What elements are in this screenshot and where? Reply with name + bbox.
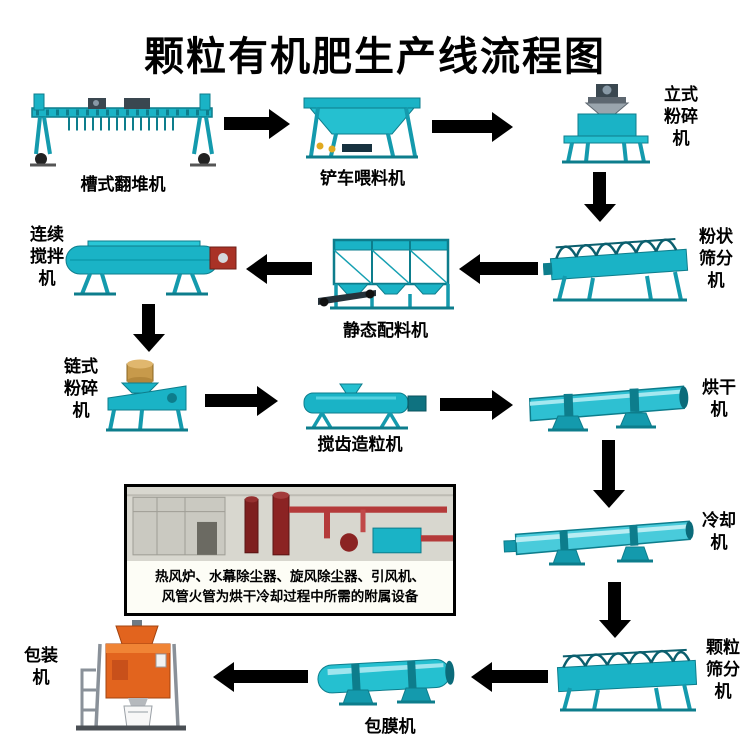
static-batcher-image bbox=[316, 236, 456, 314]
arrow-turner-to-feeder bbox=[224, 117, 269, 130]
note-line-2: 风管火管为烘干冷却过程中所需的附属设备 bbox=[161, 589, 419, 604]
auxiliary-equipment-photos bbox=[127, 487, 453, 561]
tooth-granulator-image bbox=[286, 382, 434, 432]
continuous-mixer-image bbox=[60, 230, 240, 300]
vertical-crusher-label: 立式粉碎机 bbox=[664, 85, 698, 149]
chain-crusher-label: 链式粉碎机 bbox=[64, 357, 98, 421]
arrow-coater-to-packer bbox=[234, 670, 308, 683]
arrow-cooler-to-granule-screener bbox=[608, 582, 621, 620]
powder-screener-image bbox=[543, 224, 695, 306]
compost-turner-image bbox=[28, 88, 218, 170]
static-batcher-label: 静态配料机 bbox=[343, 321, 428, 340]
vertical-crusher-image bbox=[552, 82, 660, 166]
loader-feeder-image bbox=[298, 94, 426, 166]
continuous-mixer-label: 连续搅拌机 bbox=[30, 225, 64, 289]
page-title: 颗粒有机肥生产线流程图 bbox=[144, 35, 606, 79]
powder-screener-label: 粉状筛分机 bbox=[699, 227, 733, 291]
arrow-granulator-to-dryer bbox=[440, 398, 492, 411]
chain-crusher-image bbox=[98, 356, 196, 434]
arrow-feeder-to-crusher bbox=[432, 120, 492, 133]
arrow-crusher-to-powder-screener bbox=[593, 172, 606, 204]
packing-machine-image bbox=[52, 620, 197, 732]
arrow-dryer-to-cooler bbox=[602, 440, 615, 490]
auxiliary-equipment-note: 热风炉、水幕除尘器、旋风除尘器、引风机、 风管火管为烘干冷却过程中所需的附属设备 bbox=[124, 484, 456, 616]
cooler-image bbox=[502, 512, 698, 570]
auxiliary-equipment-text: 热风炉、水幕除尘器、旋风除尘器、引风机、 风管火管为烘干冷却过程中所需的附属设备 bbox=[127, 561, 453, 613]
arrow-screener-to-batcher bbox=[480, 262, 538, 275]
coating-machine-image bbox=[310, 650, 466, 712]
granule-screener-image bbox=[550, 636, 704, 714]
dryer-label: 烘干机 bbox=[702, 378, 736, 420]
dryer-image bbox=[522, 380, 694, 435]
note-line-1: 热风炉、水幕除尘器、旋风除尘器、引风机、 bbox=[155, 569, 425, 585]
packing-machine-label: 包装机 bbox=[24, 646, 58, 688]
arrow-chain-crusher-to-granulator bbox=[205, 394, 257, 407]
cooler-label: 冷却机 bbox=[702, 511, 736, 553]
arrow-screener-to-coater bbox=[492, 670, 548, 683]
loader-feeder-label: 铲车喂料机 bbox=[320, 169, 405, 188]
arrow-mixer-to-chain-crusher bbox=[142, 304, 155, 334]
coating-machine-label: 包膜机 bbox=[364, 717, 416, 736]
compost-turner-label: 槽式翻堆机 bbox=[80, 175, 166, 194]
tooth-granulator-label: 搅齿造粒机 bbox=[317, 435, 403, 454]
granule-screener-label: 颗粒筛分机 bbox=[706, 638, 740, 702]
arrow-batcher-to-mixer bbox=[267, 262, 312, 275]
